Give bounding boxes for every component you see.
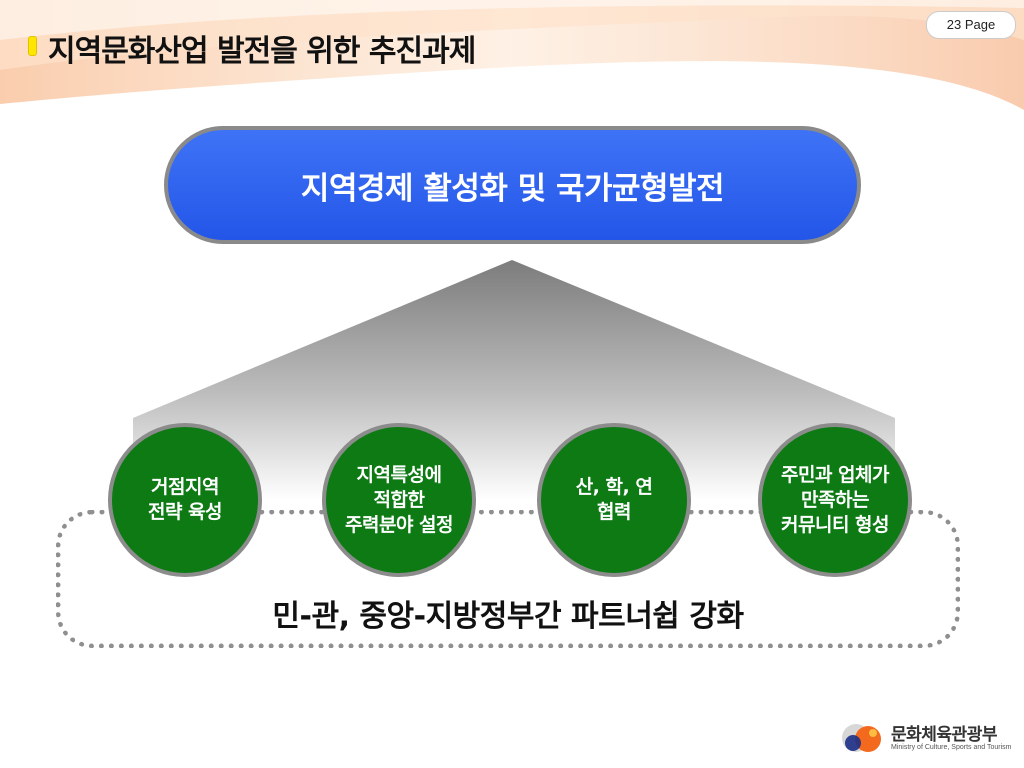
pillar-industry-academia: 산, 학, 연 협력 bbox=[537, 423, 691, 577]
ministry-subtitle: Ministry of Culture, Sports and Tourism bbox=[891, 744, 1012, 751]
partnership-label: 민-관, 중앙-지방정부간 파트너쉽 강화 bbox=[272, 599, 744, 634]
ministry-emblem-icon bbox=[842, 724, 881, 752]
page-number-badge: 23 Page bbox=[926, 11, 1016, 39]
pillar-strategic-hub: 거점지역 전략 육성 bbox=[108, 423, 262, 577]
goal-banner: 지역경제 활성화 및 국가균형발전 bbox=[164, 126, 861, 244]
background-swoosh bbox=[0, 0, 1024, 110]
ministry-name: 문화체육관광부 bbox=[891, 725, 997, 745]
goal-label: 지역경제 활성화 및 국가균형발전 bbox=[300, 170, 725, 207]
partnership-frame bbox=[56, 510, 960, 648]
pillar-regional-focus: 지역특성에 적합한 주력분야 설정 bbox=[322, 423, 476, 577]
title-accent-bar bbox=[28, 36, 37, 56]
pillar-community: 주민과 업체가 만족하는 커뮤니티 형성 bbox=[758, 423, 912, 577]
ministry-logo: 문화체육관광부 Ministry of Culture, Sports and … bbox=[835, 718, 1015, 760]
page-title: 지역문화산업 발전을 위한 추진과제 bbox=[48, 34, 476, 69]
